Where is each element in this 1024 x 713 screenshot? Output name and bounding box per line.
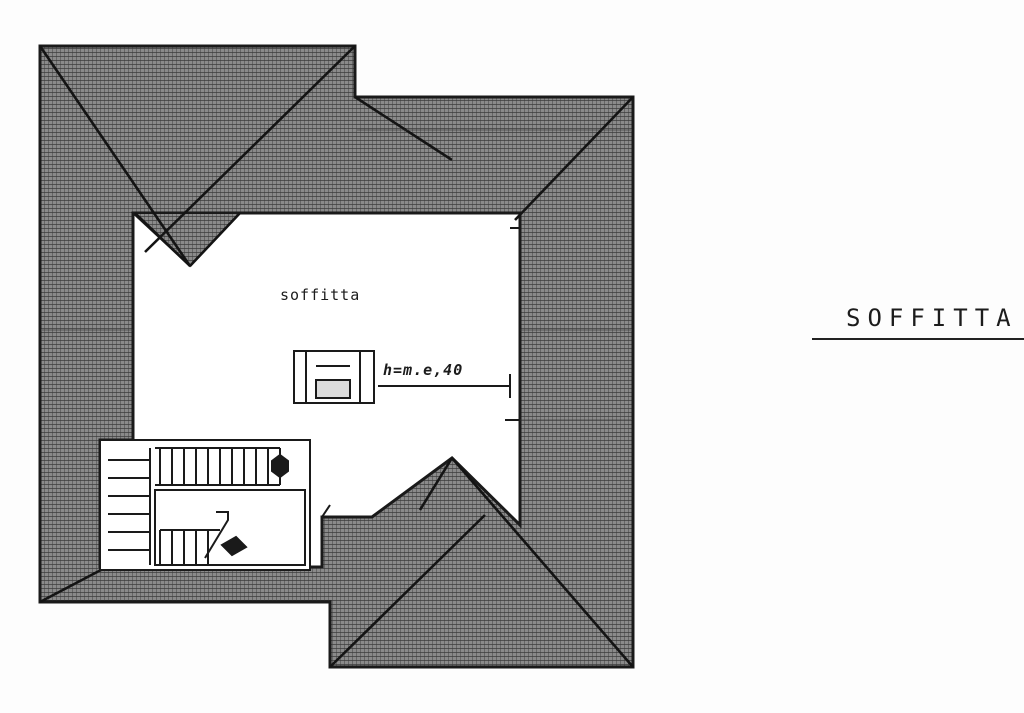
room-label-soffitta: soffitta <box>280 286 361 304</box>
height-annotation: h=m.e,40 <box>383 361 464 379</box>
plan-title: SOFFITTA <box>846 304 1018 332</box>
staircase <box>99 439 311 571</box>
chimney-symbol <box>293 350 375 404</box>
plan-title-underline <box>812 338 1024 340</box>
roof-ridge-lines <box>38 45 634 668</box>
roof-course-lines <box>42 129 631 421</box>
height-dimension-line <box>378 374 511 398</box>
wall-tick-marks <box>321 227 520 518</box>
